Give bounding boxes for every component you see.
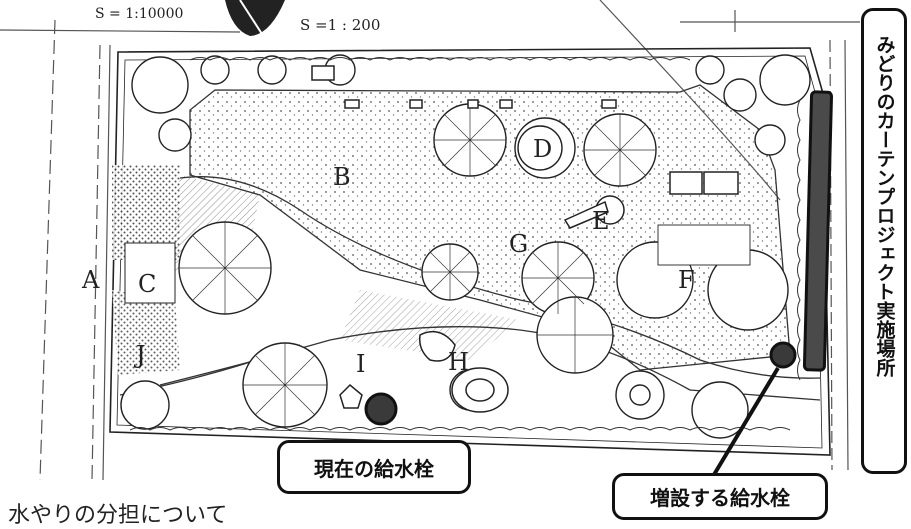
- park-site-plan: [0, 0, 860, 481]
- zone-label-e: E: [592, 207, 610, 235]
- green-curtain-strip: [802, 90, 834, 372]
- zone-label-d: D: [533, 135, 553, 163]
- current-hydrant-callout: 現在の給水栓: [277, 440, 471, 494]
- facilities: [124, 65, 751, 413]
- zone-label-g: G: [509, 230, 529, 258]
- scale-main: S =1 : 200: [300, 16, 381, 34]
- zone-label-h: H: [448, 348, 469, 376]
- project-site-label: みどりのカーテンプロジェクト実施場所: [861, 8, 907, 474]
- north-arrow-fragment: [225, 0, 285, 36]
- current-hydrant-marker: [364, 392, 398, 426]
- brick-paving-J: [112, 290, 180, 375]
- new-hydrant-marker: [769, 341, 797, 369]
- project-site-label-text: みどりのカーテンプロジェクト実施場所: [873, 35, 896, 377]
- zone-label-c: C: [138, 270, 157, 298]
- zone-label-j: J: [136, 341, 146, 369]
- zone-label-i: I: [356, 350, 366, 378]
- tree-spokes: [179, 104, 656, 427]
- new-hydrant-leader: [710, 366, 780, 480]
- zone-label-f: F: [678, 266, 695, 294]
- zone-label-b: B: [333, 163, 351, 191]
- zone-label-a: A: [82, 266, 100, 294]
- new-hydrant-callout: 増設する給水栓: [612, 473, 828, 520]
- scale-top-left: S = 1:10000: [95, 6, 184, 22]
- hedge-rows: [129, 57, 801, 431]
- page-caption: 水やりの分担について: [8, 503, 228, 528]
- hatched-path-center: [340, 290, 520, 360]
